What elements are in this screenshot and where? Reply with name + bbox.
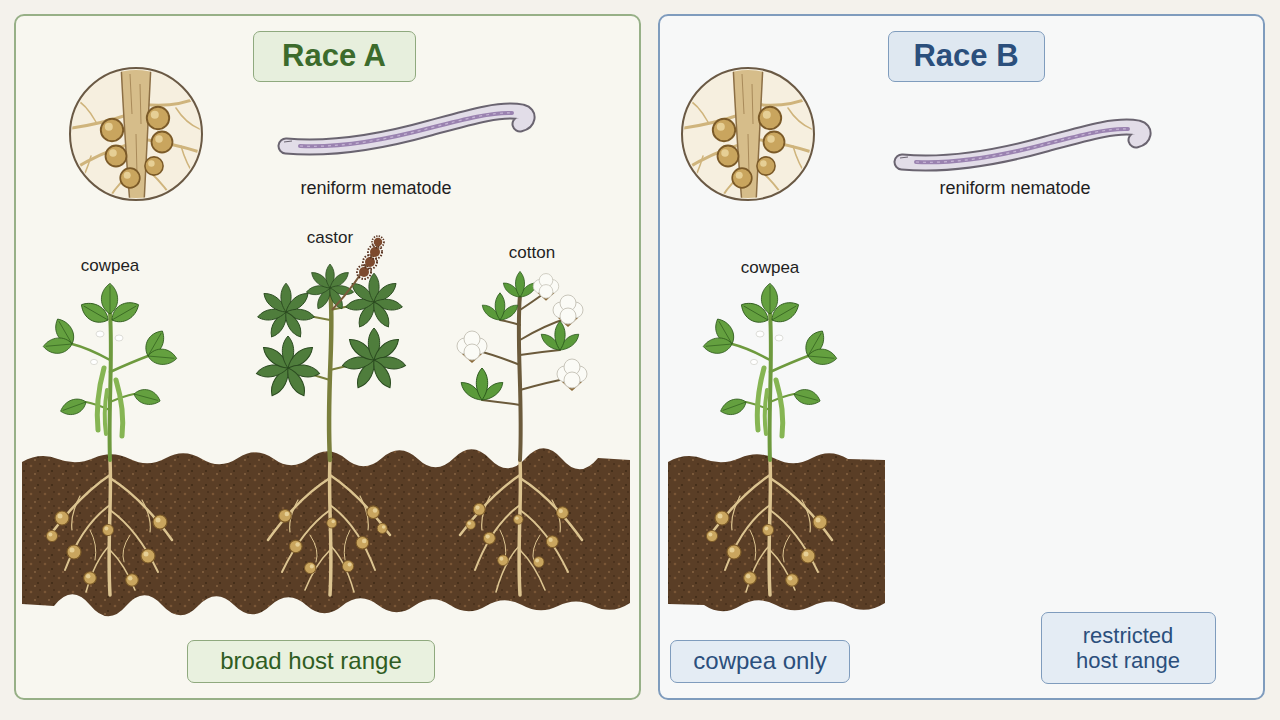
plant-label: cowpea: [741, 258, 800, 278]
soil: [668, 453, 885, 611]
race-panel: Race A broad host range: [14, 14, 641, 700]
cotton-roots: [460, 460, 582, 595]
panel-ground: [14, 14, 641, 700]
cowpea-roots: [706, 460, 832, 595]
host-range-text: broad host range: [220, 647, 401, 675]
cotton-plant: [457, 271, 587, 460]
plant-label: castor: [307, 228, 353, 248]
race-panel: Race B cowpea only restricted host range: [658, 14, 1265, 700]
plant-label: cowpea: [81, 256, 140, 276]
castor-roots: [268, 460, 390, 595]
host-range-box: broad host range: [187, 640, 435, 683]
soil: [22, 448, 630, 616]
host-range-box: cowpea only: [670, 640, 850, 683]
host-range-box: restricted host range: [1041, 612, 1216, 684]
organism-label: reniform nematode: [300, 178, 451, 199]
castor-plant: [255, 236, 406, 460]
nematode-figure: [900, 127, 1143, 163]
host-range-text: cowpea only: [693, 647, 826, 675]
race-title: Race B: [888, 31, 1045, 82]
race-heading: Race B: [913, 38, 1018, 74]
race-title: Race A: [253, 31, 416, 82]
host-range-text: restricted host range: [1064, 623, 1192, 674]
cowpea-plant: [43, 283, 178, 460]
race-heading: Race A: [282, 38, 386, 74]
cowpea-plant: [703, 283, 838, 460]
root-nodule-inset: [66, 64, 206, 204]
organism-label: reniform nematode: [939, 178, 1090, 199]
plant-label: cotton: [509, 243, 555, 263]
panel-ground: [658, 14, 1265, 700]
cowpea-roots: [46, 460, 172, 595]
root-nodule-inset: [678, 64, 818, 204]
nematode-figure: [284, 111, 527, 147]
